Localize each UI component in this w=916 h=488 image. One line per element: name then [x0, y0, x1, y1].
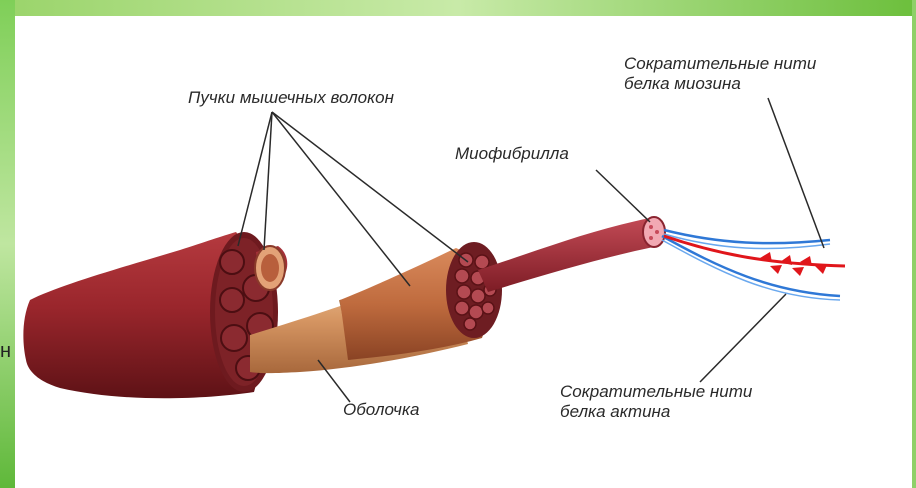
- myofibril-end: [643, 217, 665, 247]
- label-myofibril: Миофибрилла: [455, 144, 569, 164]
- label-myosin-line1: Сократительные нити: [624, 54, 816, 74]
- fiber-strand: [478, 218, 658, 292]
- frame-left: [0, 0, 15, 488]
- frame-right: [912, 0, 916, 488]
- label-myosin-line2: белка миозина: [624, 74, 816, 94]
- label-sheath: Оболочка: [343, 400, 419, 420]
- label-actin-line2: белка актина: [560, 402, 752, 422]
- frame-top: [0, 0, 916, 16]
- label-actin-filaments: Сократительные нити белка актина: [560, 382, 752, 422]
- edge-text-fragment: н: [0, 340, 11, 363]
- label-actin-line1: Сократительные нити: [560, 382, 752, 402]
- label-myosin-filaments: Сократительные нити белка миозина: [624, 54, 816, 94]
- label-muscle-fiber-bundles: Пучки мышечных волокон: [188, 88, 394, 108]
